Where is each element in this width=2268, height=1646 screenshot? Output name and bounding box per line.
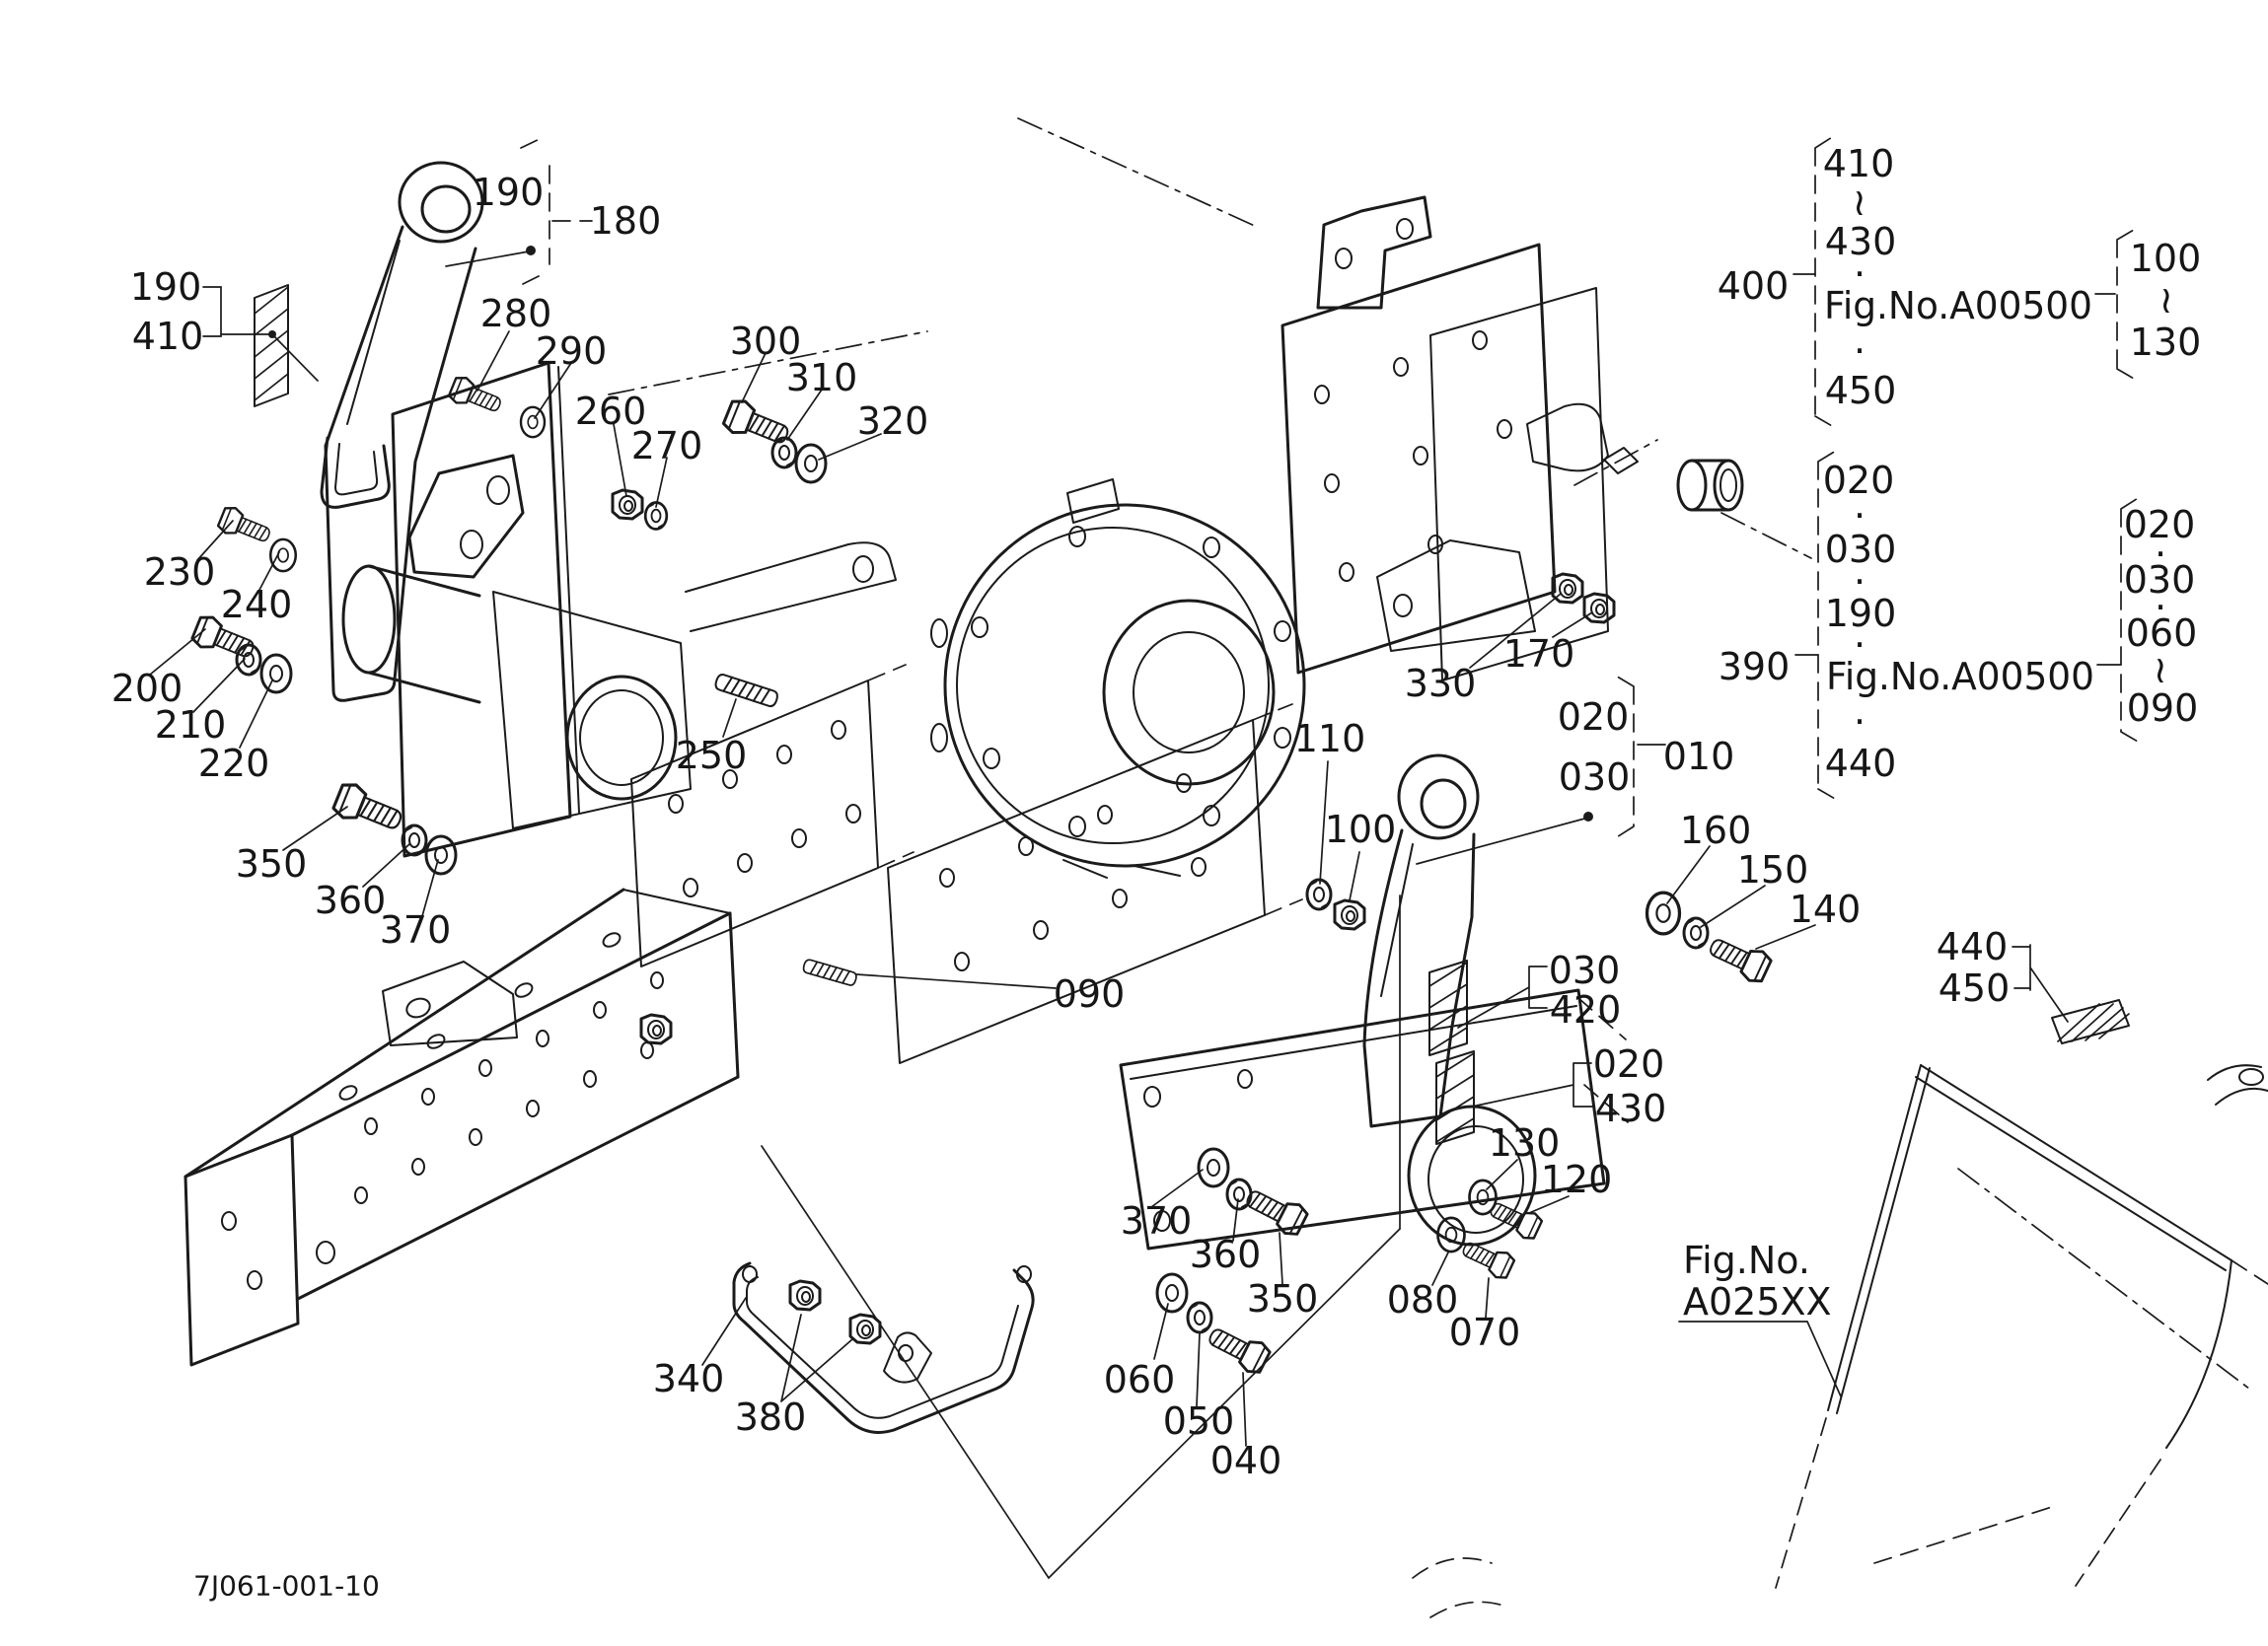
part-label-240-12: 240 <box>221 583 293 626</box>
part-label-130-35: 130 <box>1489 1121 1561 1165</box>
part-label--64: · <box>1854 560 1866 604</box>
part-label-020-33: 020 <box>1593 1042 1665 1086</box>
part-label-230-11: 230 <box>144 550 216 594</box>
part-label-250-16: 250 <box>676 734 748 777</box>
part-label-360-18: 360 <box>315 879 387 922</box>
support-bracket <box>732 1261 1035 1434</box>
part-label-180-1: 180 <box>590 199 662 243</box>
part-label-060-74: 060 <box>2126 611 2198 655</box>
part-label-FigNoA00500-67: Fig.No.A00500 <box>1826 655 2094 698</box>
part-label-210-14: 210 <box>155 703 227 747</box>
part-label-160-28: 160 <box>1680 809 1752 852</box>
part-label-300-6: 300 <box>730 320 802 363</box>
part-label-370-19: 370 <box>380 908 452 952</box>
part-label-100-22: 100 <box>1325 808 1397 851</box>
part-label-270-10: 270 <box>631 424 703 467</box>
part-label-450-48: 450 <box>1939 966 2011 1010</box>
fig-note-line2: A025XX <box>1683 1280 1832 1324</box>
part-label--66: · <box>1854 623 1866 667</box>
construction-lines <box>608 117 1812 1580</box>
part-label--73: · <box>2155 586 2166 629</box>
part-label--68: · <box>1854 700 1866 744</box>
part-label-380-46: 380 <box>735 1396 807 1439</box>
part-label-100-57: 100 <box>2130 237 2202 280</box>
part-label-390-60: 390 <box>1719 645 1791 688</box>
part-label--53: · <box>1854 252 1866 296</box>
part-label-020-25: 020 <box>1558 695 1630 739</box>
part-label-060-42: 060 <box>1104 1358 1176 1401</box>
part-label-440-69: 440 <box>1825 742 1897 785</box>
part-label-190-0: 190 <box>473 171 545 214</box>
part-label-020-70: 020 <box>2124 503 2196 546</box>
part-label-330-23: 330 <box>1405 662 1477 705</box>
part-label-080-40: 080 <box>1387 1278 1459 1322</box>
part-label-410-50: 410 <box>1823 142 1895 185</box>
part-label-200-13: 200 <box>111 667 183 710</box>
part-label-090-20: 090 <box>1054 972 1126 1016</box>
leader-lines <box>149 135 2069 1447</box>
part-label-130-59: 130 <box>2130 321 2202 364</box>
part-label--75: ~ <box>2140 655 2183 686</box>
part-label-190-2: 190 <box>130 265 202 309</box>
part-label-440-47: 440 <box>1937 925 2009 968</box>
fig-note-line1: Fig.No. <box>1683 1239 1810 1282</box>
part-label-020-61: 020 <box>1823 459 1895 502</box>
part-label-030-26: 030 <box>1559 755 1631 799</box>
front-bracket-plates <box>1280 195 1744 681</box>
part-label-120-36: 120 <box>1541 1158 1613 1201</box>
part-label-220-15: 220 <box>198 742 270 785</box>
clutch-housing <box>930 478 1306 879</box>
part-label-280-4: 280 <box>480 292 552 335</box>
ref-brackets <box>1611 133 2146 841</box>
part-label-290-5: 290 <box>536 329 608 373</box>
part-label--71: · <box>2155 533 2166 576</box>
part-label--58: ~ <box>2146 285 2189 317</box>
part-label-040-44: 040 <box>1210 1439 1282 1482</box>
part-label-310-7: 310 <box>786 356 858 399</box>
part-label-FigNoA00500-54: Fig.No.A00500 <box>1824 284 2092 327</box>
part-label-360-38: 360 <box>1190 1233 1262 1276</box>
part-label-320-8: 320 <box>857 399 929 443</box>
part-label-150-29: 150 <box>1737 848 1809 892</box>
right-lift-arm-assembly <box>1119 753 1629 1618</box>
part-label-050-43: 050 <box>1163 1399 1235 1443</box>
part-label-030-31: 030 <box>1549 949 1621 992</box>
loader-frame-fragment <box>1775 999 2268 1589</box>
part-label-430-52: 430 <box>1825 220 1897 263</box>
part-label-140-30: 140 <box>1790 888 1862 931</box>
part-label-260-9: 260 <box>575 390 647 433</box>
part-label-420-32: 420 <box>1550 988 1622 1032</box>
part-label-400-49: 400 <box>1718 264 1790 308</box>
part-label-350-39: 350 <box>1247 1277 1319 1321</box>
part-label--51: ~ <box>1839 187 1882 219</box>
part-label-370-37: 370 <box>1121 1199 1193 1243</box>
part-label-110-21: 110 <box>1294 717 1366 760</box>
part-label-070-41: 070 <box>1449 1311 1521 1354</box>
part-label-410-3: 410 <box>132 315 204 358</box>
part-label-350-17: 350 <box>236 842 308 886</box>
part-label-190-65: 190 <box>1825 592 1897 635</box>
part-label--62: · <box>1854 494 1866 537</box>
part-label-170-24: 170 <box>1503 632 1575 676</box>
part-label-430-34: 430 <box>1595 1087 1667 1130</box>
left-lift-arm-assembly <box>254 161 897 858</box>
drawing-number: 7J061-001-10 <box>193 1570 380 1603</box>
part-label-030-72: 030 <box>2124 558 2196 602</box>
part-label--55: · <box>1854 329 1866 373</box>
part-label-090-76: 090 <box>2127 686 2199 730</box>
part-label-450-56: 450 <box>1825 369 1897 412</box>
reinforcement-plates <box>630 664 1303 1064</box>
part-label-010-27: 010 <box>1663 735 1735 778</box>
part-label-030-63: 030 <box>1825 528 1897 571</box>
part-label-340-45: 340 <box>653 1357 725 1400</box>
frame-rail <box>183 888 740 1367</box>
